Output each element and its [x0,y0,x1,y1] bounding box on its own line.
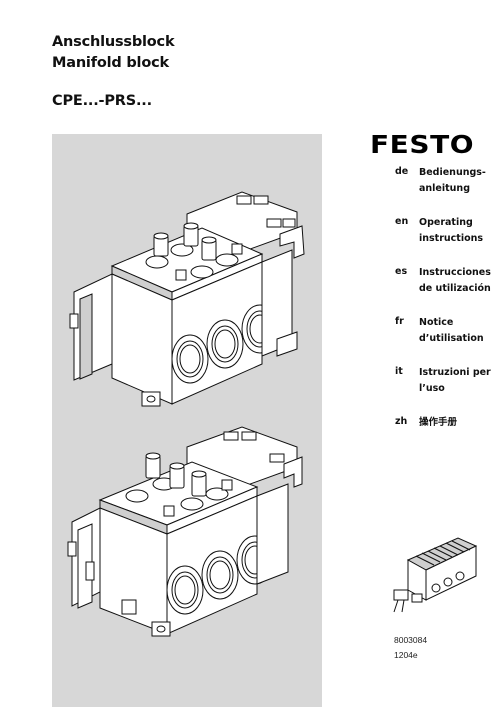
language-list: de Bedienungs-anleitung en Operating ins… [395,165,495,465]
revision-code: 1204e [394,650,418,660]
title-english: Manifold block [52,55,169,71]
part-number: 8003084 [394,635,428,645]
product-type: CPE...-PRS... [52,93,152,109]
language-code: en [395,216,409,227]
illustration-panel [52,134,322,707]
language-entry-es: es Instrucciones de utilización [395,265,495,315]
language-title: Notice d’utilisation [419,317,484,344]
manifold-block-drawing-lower [67,426,303,637]
language-entry-zh: zh 操作手册 [395,415,495,465]
language-title: Istruzioni per l’uso [419,367,491,394]
language-entry-fr: fr Notice d’utilisation [395,315,495,365]
document-info: 8003084 1204e [394,633,427,663]
language-code: fr [395,316,404,327]
language-entry-de: de Bedienungs-anleitung [395,165,495,215]
language-code: zh [395,416,408,427]
valve-terminal-illustration [393,537,478,613]
language-title: Operating instructions [419,217,484,244]
language-title: Bedienungs-anleitung [419,167,486,194]
language-title: 操作手册 [419,417,458,428]
manifold-block-drawing-upper [69,191,305,407]
language-title: Instrucciones de utilización [419,267,491,294]
title-block: Anschlussblock Manifold block CPE...-PRS… [52,32,175,112]
language-entry-it: it Istruzioni per l’uso [395,365,495,415]
language-code: de [395,166,409,177]
festo-logo: FESTO [370,130,475,159]
language-code: es [395,266,408,277]
language-code: it [395,366,403,377]
title-german: Anschlussblock [52,34,175,50]
language-entry-en: en Operating instructions [395,215,495,265]
